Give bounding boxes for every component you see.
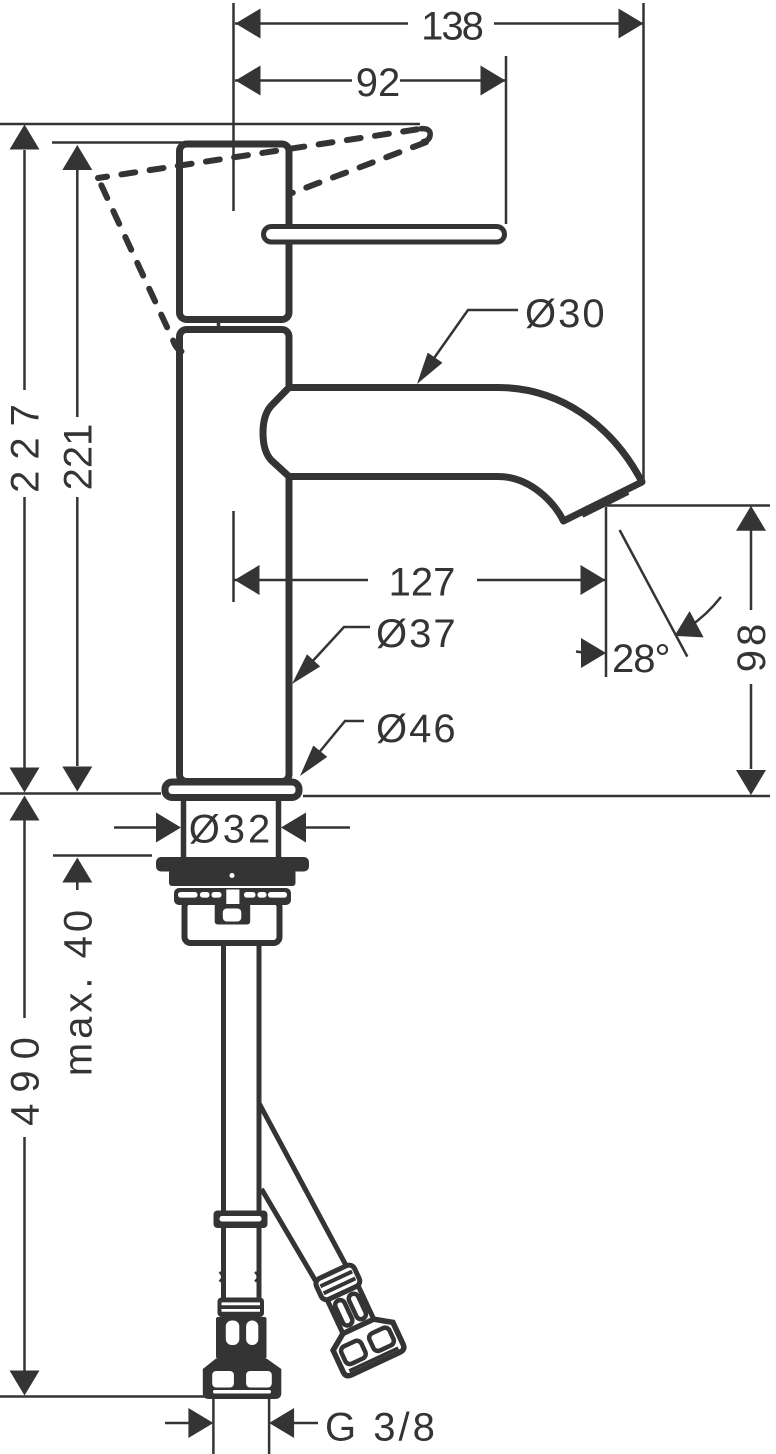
svg-text:Ø32: Ø32 bbox=[189, 808, 274, 852]
svg-text:G 3/8: G 3/8 bbox=[325, 1406, 438, 1450]
svg-text:138: 138 bbox=[421, 5, 482, 49]
svg-text:max. 40: max. 40 bbox=[56, 906, 100, 1076]
svg-text:227: 227 bbox=[4, 393, 48, 493]
svg-text:28°: 28° bbox=[612, 637, 670, 681]
svg-text:92: 92 bbox=[356, 61, 401, 105]
svg-text:490: 490 bbox=[4, 1026, 48, 1126]
svg-text:221: 221 bbox=[56, 424, 100, 491]
svg-text:98: 98 bbox=[730, 620, 774, 673]
svg-text:127: 127 bbox=[389, 561, 456, 605]
svg-text:Ø46: Ø46 bbox=[376, 707, 458, 751]
svg-text:Ø30: Ø30 bbox=[525, 292, 607, 336]
svg-text:Ø37: Ø37 bbox=[376, 612, 458, 656]
